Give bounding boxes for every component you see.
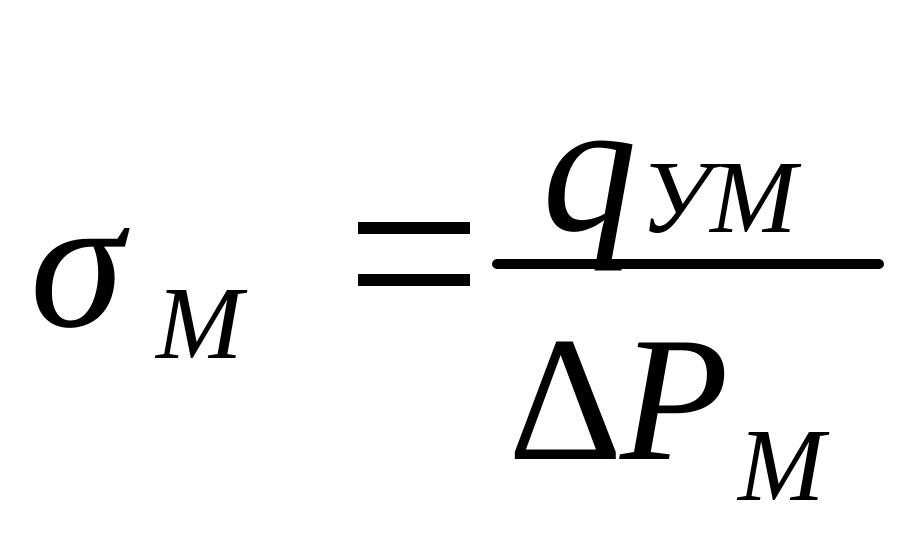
fraction-bar xyxy=(492,259,884,269)
equals-bar-top xyxy=(358,222,470,234)
sigma-subscript: M xyxy=(156,266,243,381)
denominator-delta: Δ xyxy=(508,300,623,498)
numerator-symbol: q xyxy=(542,62,637,272)
numerator-subscript: УМ xyxy=(640,140,797,255)
denominator-subscript: M xyxy=(738,408,825,523)
equals-bar-bottom xyxy=(358,274,470,286)
denominator-symbol: P xyxy=(620,300,729,498)
sigma-symbol: σ xyxy=(30,158,124,368)
equals-sign xyxy=(358,222,470,286)
